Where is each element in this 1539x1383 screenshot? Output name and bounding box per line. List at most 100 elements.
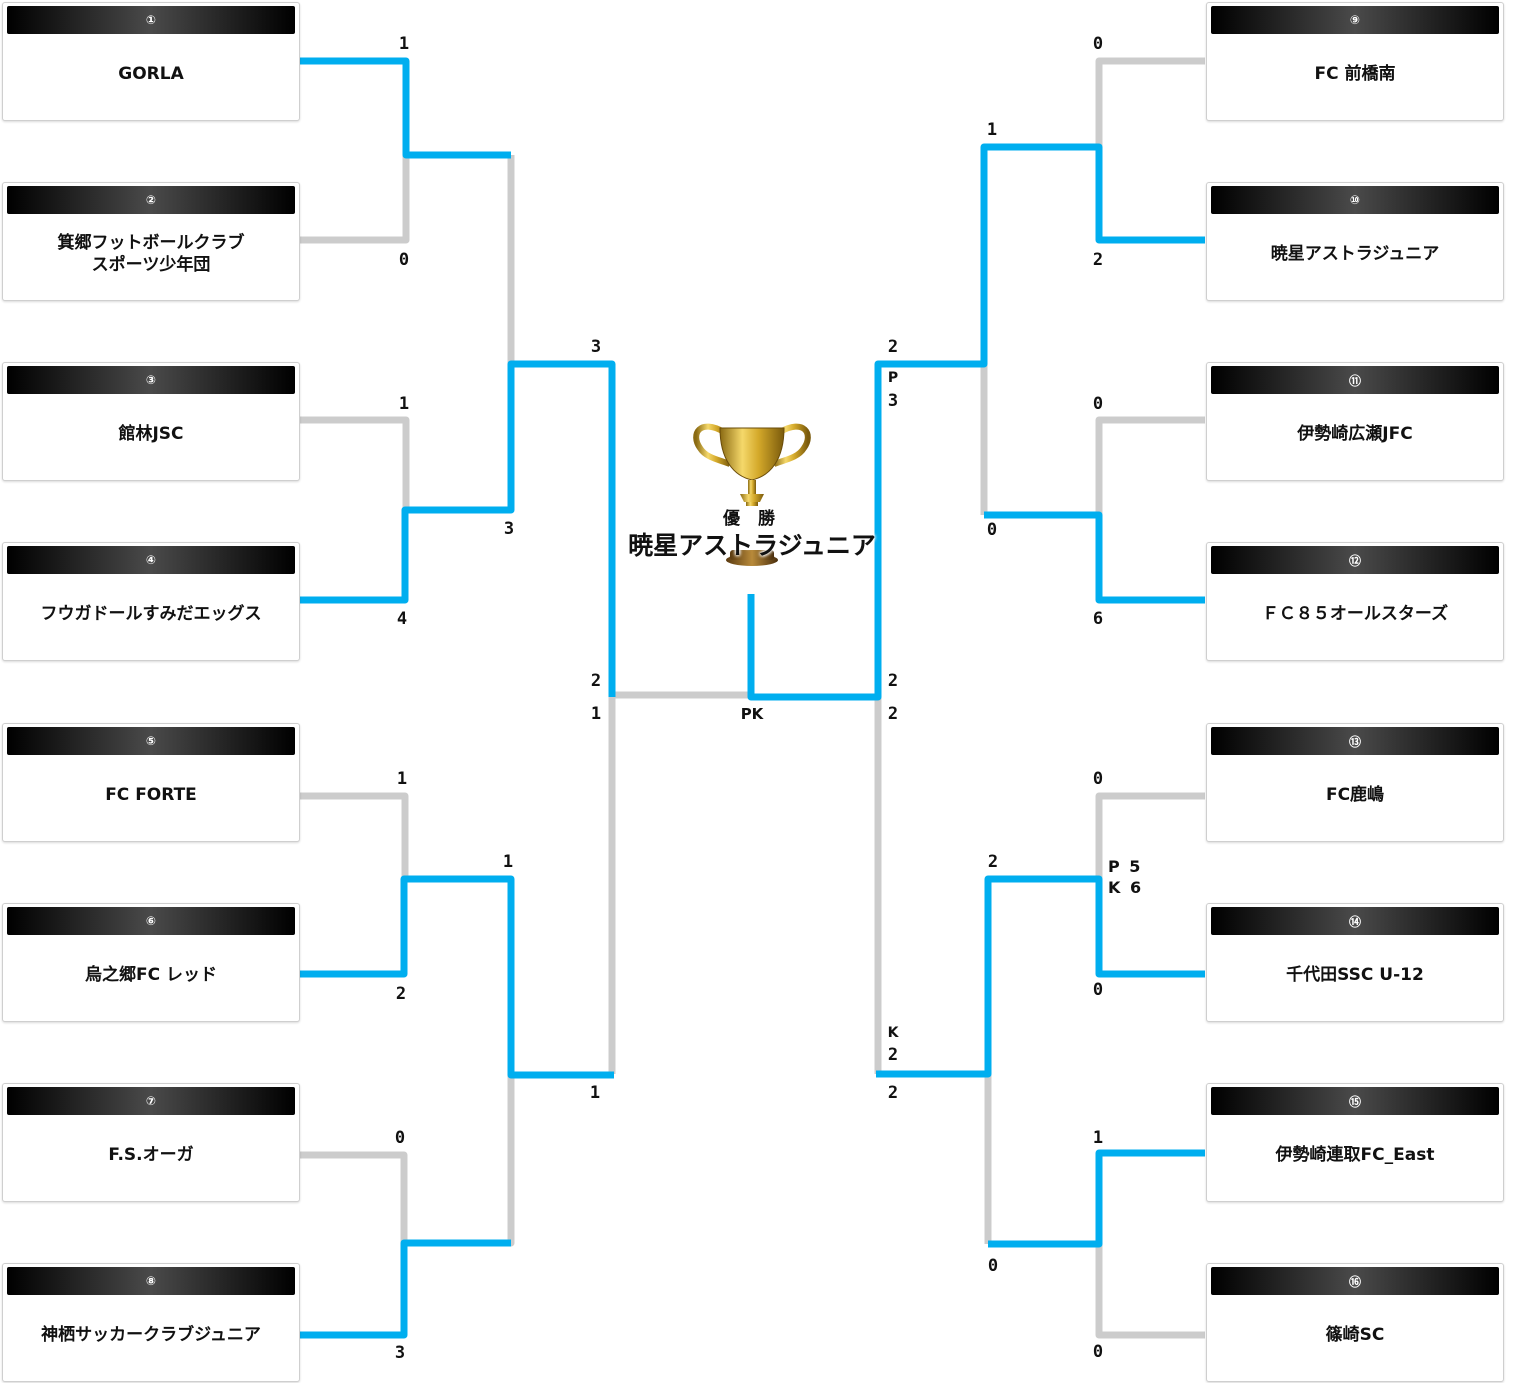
seed-number: ⑪	[1211, 366, 1499, 394]
seed-number: ②	[7, 186, 295, 214]
score-r1-team9: 0	[1092, 34, 1104, 54]
score-r1-team14: 0	[1092, 980, 1104, 1000]
bracket-line-team9	[1095, 57, 1205, 147]
score-sf-left-top: 2	[590, 671, 602, 691]
team-name: 館林JSC	[118, 424, 184, 444]
seed-number: ⑭	[1211, 907, 1499, 935]
score-r1-team8: 3	[394, 1343, 406, 1363]
bracket-line-team6	[300, 875, 614, 1079]
bracket-line-team10	[747, 143, 1205, 701]
bracket-line-team1	[300, 57, 511, 159]
bracket-line-team11	[1095, 416, 1205, 515]
team-name: FC鹿嶋	[1325, 785, 1385, 805]
team-card-13: ⑬ FC鹿嶋	[1206, 723, 1504, 842]
team-card-11: ⑪ 伊勢崎広瀬JFC	[1206, 362, 1504, 481]
seed-number: ⑧	[7, 1267, 295, 1295]
score-r1-team12: 6	[1092, 609, 1104, 629]
team-card-15: ⑮ 伊勢崎連取FC_East	[1206, 1083, 1504, 1202]
seed-number: ①	[7, 6, 295, 34]
pk-score-sf-right-bottom: 2	[887, 1045, 899, 1065]
team-name: 篠崎SC	[1325, 1325, 1385, 1345]
seed-number: ⑤	[7, 727, 295, 755]
bracket-line-team13	[1095, 792, 1205, 879]
team-card-2: ② 箕郷フットボールクラブ スポーツ少年団	[2, 182, 300, 301]
score-r1-team1: 1	[398, 34, 410, 54]
trophy-icon	[693, 423, 811, 566]
team-card-5: ⑤ FC FORTE	[2, 723, 300, 842]
seed-number: ③	[7, 366, 295, 394]
bracket-line-team14	[876, 875, 1205, 1078]
score-qf-right1-bottom: 0	[986, 520, 998, 540]
team-name: FC FORTE	[105, 785, 197, 805]
score-r1-team3: 1	[398, 394, 410, 414]
team-card-8: ⑧ 神栖サッカークラブジュニア	[2, 1263, 300, 1382]
score-sf-right-bottom: 2	[887, 1083, 899, 1103]
seed-number: ⑥	[7, 907, 295, 935]
score-qf-right2-bottom: 0	[987, 1256, 999, 1276]
pk-label-sf-right-top: P	[887, 370, 899, 386]
score-r1-team15: 1	[1092, 1128, 1104, 1148]
team-name: 神栖サッカークラブジュニア	[41, 1325, 261, 1345]
score-r1-team16: 0	[1092, 1342, 1104, 1362]
bracket-line-team16	[1095, 1244, 1205, 1339]
seed-number: ⑦	[7, 1087, 295, 1115]
score-qf-left1-bottom: 3	[503, 519, 515, 539]
pk-label-final: PK	[740, 705, 764, 723]
team-card-12: ⑫ ＦＣ８５オールスターズ	[1206, 542, 1504, 661]
score-final-right: 2	[887, 671, 899, 691]
team-card-14: ⑭ 千代田SSC U-12	[1206, 903, 1504, 1022]
bracket-line-team7	[300, 1151, 408, 1243]
team-card-3: ③ 館林JSC	[2, 362, 300, 481]
team-card-4: ④ フウガドールすみだエッグス	[2, 542, 300, 661]
team-name: 暁星アストラジュニア	[1270, 244, 1440, 264]
score-r1-team2: 0	[398, 250, 410, 270]
team-name: F.S.オーガ	[108, 1145, 194, 1165]
score-qf-right1-top: 1	[986, 120, 998, 140]
seed-number: ⑬	[1211, 727, 1499, 755]
team-card-16: ⑯ 篠崎SC	[1206, 1263, 1504, 1382]
team-name: GORLA	[118, 64, 184, 84]
team-card-1: ① GORLA	[2, 2, 300, 121]
bracket-line-qf-left2-lower	[404, 1075, 515, 1247]
team-card-7: ⑦ F.S.オーガ	[2, 1083, 300, 1202]
pk-score-final-right: 2	[887, 704, 899, 724]
score-sf-right-top: 2	[887, 337, 899, 357]
bracket-line-team2	[300, 155, 410, 244]
score-r1-team7: 0	[394, 1128, 406, 1148]
score-r1-team13: 0	[1092, 769, 1104, 789]
seed-number: ⑫	[1211, 546, 1499, 574]
seed-number: ⑯	[1211, 1267, 1499, 1295]
pk-label-sf-right-bottom: K	[887, 1025, 899, 1041]
seed-number: ⑩	[1211, 186, 1499, 214]
score-r1-team11: 0	[1092, 394, 1104, 414]
score-qf-left2-top: 1	[502, 852, 514, 872]
bracket-line-team3	[300, 416, 410, 510]
score-qf-left1-top: 3	[590, 337, 602, 357]
champion-label: 優 勝	[723, 509, 781, 529]
pk-score-sf-right-top: 3	[887, 391, 899, 411]
bracket-line-team8	[300, 1239, 511, 1339]
seed-number: ⑨	[1211, 6, 1499, 34]
team-name: 烏之郷FC レッド	[84, 965, 217, 985]
score-r1-team4: 4	[396, 609, 408, 629]
team-card-6: ⑥ 烏之郷FC レッド	[2, 903, 300, 1022]
bracket-line-team5	[300, 792, 409, 879]
score-sf-left-bottom: 1	[590, 704, 602, 724]
team-name: ＦＣ８５オールスターズ	[1261, 604, 1449, 624]
team-name: 箕郷フットボールクラブ スポーツ少年団	[57, 233, 245, 275]
champion-team-name: 暁星アストラジュニア	[628, 531, 876, 560]
bracket-line-team15	[988, 1149, 1205, 1248]
seed-number: ④	[7, 546, 295, 574]
bracket-line-team4	[300, 360, 616, 697]
score-r1-team6: 2	[395, 984, 407, 1004]
team-name: 伊勢崎広瀬JFC	[1297, 424, 1413, 444]
team-name: フウガドールすみだエッグス	[40, 604, 262, 624]
score-r1-team10: 2	[1092, 250, 1104, 270]
score-r1-team5: 1	[396, 769, 408, 789]
seed-number: ⑮	[1211, 1087, 1499, 1115]
team-name: 伊勢崎連取FC_East	[1275, 1145, 1435, 1165]
score-qf-left2-bottom: 1	[589, 1083, 601, 1103]
score-qf-right2-top: 2	[987, 852, 999, 872]
pk-score-r1-match7: P 5 K 6	[1108, 857, 1144, 897]
